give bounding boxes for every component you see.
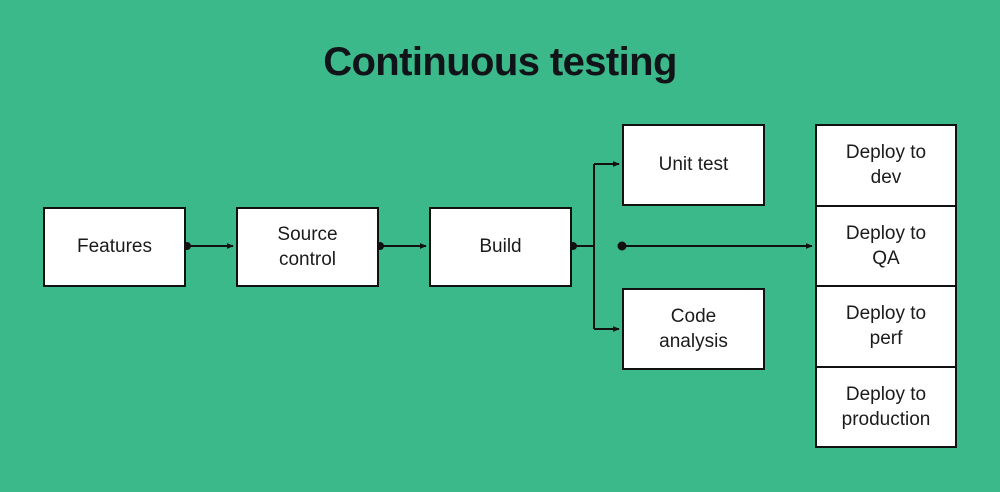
node-deploy-perf[interactable]: Deploy to perf [817,287,955,368]
node-deploy-production-label: Deploy to production [841,383,931,430]
node-features[interactable]: Features [43,207,186,287]
node-code-analysis[interactable]: Code analysis [622,288,765,370]
node-source-control[interactable]: Source control [236,207,379,287]
edge-features-to-source-control [183,242,234,250]
node-deploy-dev-label: Deploy to dev [845,142,927,189]
node-deploy-qa[interactable]: Deploy to QA [817,207,955,287]
deploy-stack: Deploy to dev Deploy to QA Deploy to per… [815,124,957,448]
node-deploy-qa-label: Deploy to QA [845,222,927,269]
node-build-label: Build [479,236,522,258]
node-build[interactable]: Build [429,207,572,287]
edge-build-branch-trunk [569,161,620,332]
node-code-analysis-label: Code analysis [659,305,728,352]
node-deploy-production[interactable]: Deploy to production [817,368,955,447]
node-unit-test-label: Unit test [658,154,729,176]
page-title: Continuous testing [323,40,677,84]
node-source-control-label: Source control [277,223,338,270]
node-deploy-dev[interactable]: Deploy to dev [817,126,955,207]
node-features-label: Features [77,236,152,258]
node-unit-test[interactable]: Unit test [622,124,765,206]
node-deploy-perf-label: Deploy to perf [845,303,927,350]
edge-source-control-to-build [376,242,427,250]
edge-build-to-deploy-qa [617,241,813,251]
